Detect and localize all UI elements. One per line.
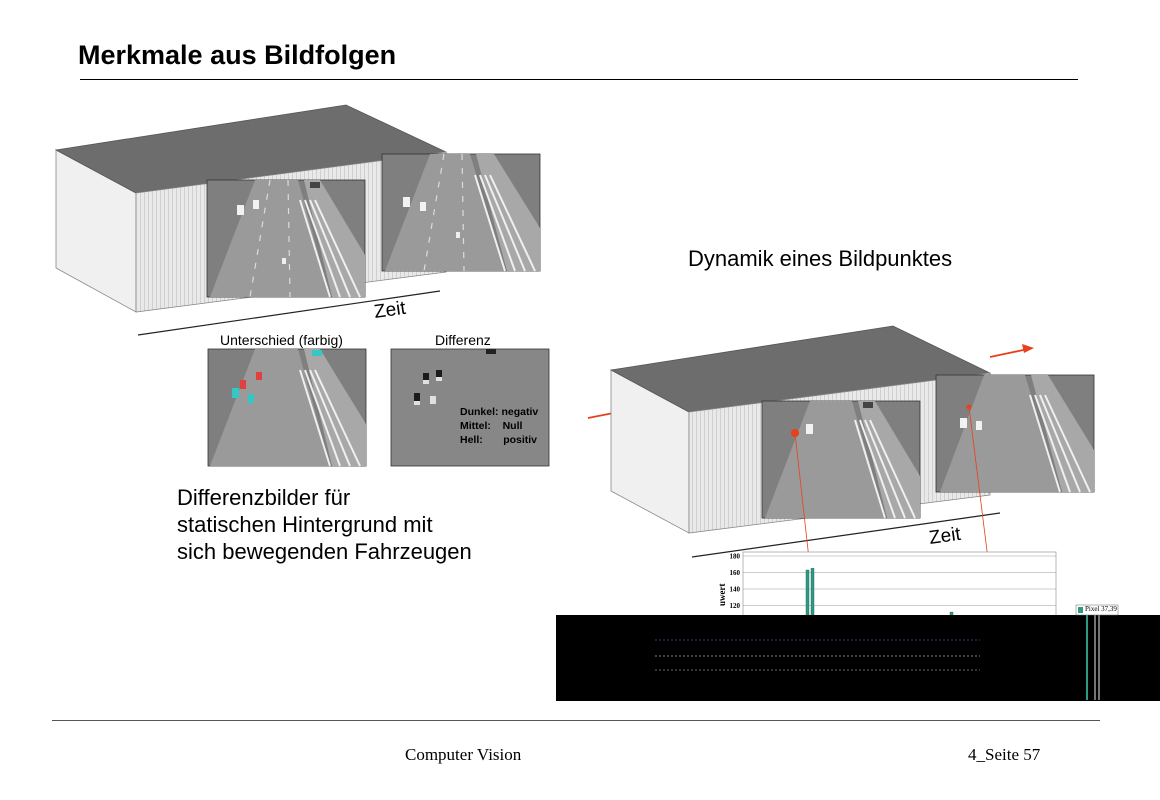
road-frame-1 [206,179,366,298]
page-title: Merkmale aus Bildfolgen [78,40,397,70]
caption-difference: Differenz [435,332,491,348]
arrow-out-head [1022,344,1034,353]
description-text: Differenzbilder für statischen Hintergru… [177,484,472,565]
legend-bright-value: positiv [503,434,538,446]
color-difference-image [207,348,367,467]
chart-tick-label: 140 [730,586,741,594]
description-line-3: sich bewegenden Fahrzeugen [177,539,472,564]
chart-legend-swatch [1078,607,1083,613]
dynamics-label: Dynamik eines Bildpunktes [688,246,953,271]
chart-plot-area [742,551,1057,623]
legend-bright: Hell: [460,434,483,446]
legend-medium: Mittel: [460,420,491,432]
distorted-band [556,615,1160,701]
pixel-chart: 100120140160180 [730,551,1057,627]
road-frame-2 [381,153,541,272]
road-frame-4 [935,374,1095,493]
description-line-1: Differenzbilder für [177,485,351,510]
time-axis-line-2 [691,512,1001,558]
footer-divider [52,720,1100,721]
footer-page: 4_Seite 57 [968,745,1041,764]
difference-image [390,348,550,467]
chart-legend-label: Pixel 37,39 [1085,605,1117,613]
chart-bar [805,569,810,623]
chart-legend-box [1075,604,1119,616]
footer-course: Computer Vision [405,745,522,764]
chart-ylabel: uwert [717,583,727,607]
chart-bar [810,568,815,623]
caption-color-difference: Unterschied (farbig) [220,332,343,348]
time-axis-line [137,290,441,336]
pixel-trace-line-1 [794,432,811,569]
legend-medium-value: Null [502,420,523,432]
time-label-2: Zeit [928,524,963,549]
road-frame-3 [761,400,921,519]
chart-tick-label: 180 [730,553,741,561]
difference-legend: Dunkel: negativ Mittel: Null Hell: posit… [460,405,538,447]
chart-tick-label: 160 [730,569,741,577]
legend-dark-value: negativ [501,406,539,418]
description-line-2: statischen Hintergrund mit [177,512,433,537]
legend-dark: Dunkel: [460,406,499,418]
title-divider [80,79,1078,80]
chart-tick-label: 120 [730,602,741,610]
time-label: Zeit [373,298,408,323]
arrow-out-line [989,348,1029,358]
